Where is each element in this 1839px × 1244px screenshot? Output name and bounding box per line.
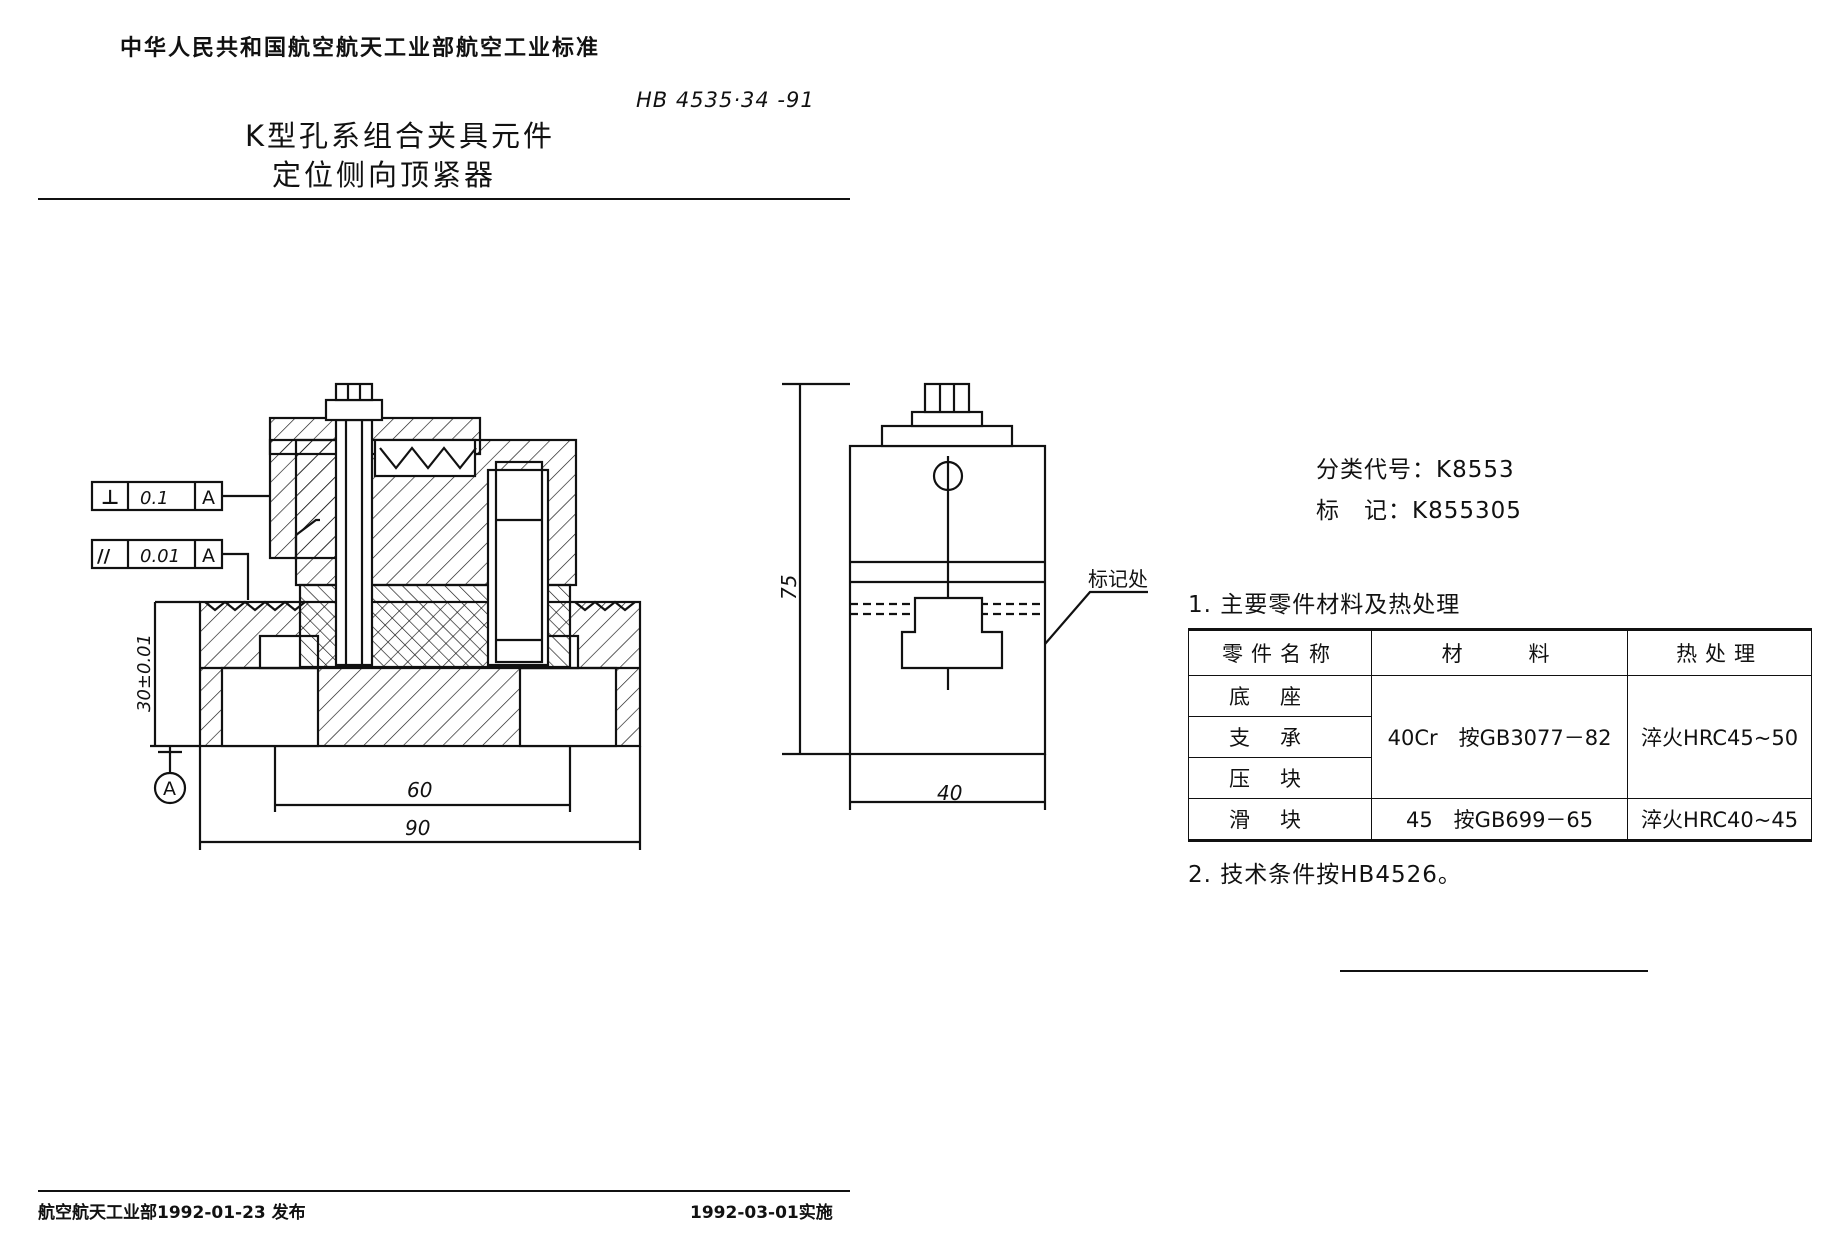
header-part-name: 零件名称 xyxy=(1188,629,1372,676)
height-dimension: 30±0.01 xyxy=(134,634,155,712)
parallel-symbol: // xyxy=(97,546,111,567)
datum-a-label: A xyxy=(163,778,176,800)
tolerance-frame-parallel xyxy=(90,538,224,570)
dimension-75: 75 xyxy=(777,575,801,600)
dimension-40: 40 xyxy=(937,781,962,805)
central-bolt xyxy=(334,418,374,667)
dimension-90: 90 xyxy=(405,816,430,840)
part-support: 支承 xyxy=(1188,716,1372,758)
effective-date: 1992-03-01实施 xyxy=(690,1203,833,1223)
issue-date: 航空航天工业部1992-01-23 发布 xyxy=(38,1203,306,1223)
marking-callout: 标记处 xyxy=(1088,567,1148,591)
document-title-line1: K型孔系组合夹具元件 xyxy=(245,119,556,153)
group-heat-treatment: 淬火HRC45~50 xyxy=(1627,675,1812,799)
parallel-datum: A xyxy=(202,545,215,567)
marking-code: 标 记：K855305 xyxy=(1316,498,1522,524)
datum-a-circle xyxy=(153,771,187,805)
end-rule xyxy=(1340,970,1648,972)
perpendicular-datum: A xyxy=(202,487,215,509)
standard-code: HB 4535·34 -91 xyxy=(636,88,815,112)
slider-heat-treatment: 淬火HRC40~45 xyxy=(1627,798,1812,841)
document-title-line2: 定位侧向顶紧器 xyxy=(272,158,497,192)
perpendicular-symbol: ⊥ xyxy=(101,485,119,509)
table-row: 滑块 45 按GB699－65 淬火HRC40~45 xyxy=(1188,798,1812,841)
note-materials-heading: 1. 主要零件材料及热处理 xyxy=(1188,592,1461,618)
issuing-organization: 中华人民共和国航空航天工业部航空工业标准 xyxy=(120,36,601,61)
slider-material: 45 按GB699－65 xyxy=(1370,798,1629,841)
footer-rule xyxy=(38,1190,850,1192)
header-rule xyxy=(38,198,850,200)
parallel-value: 0.01 xyxy=(140,546,180,567)
part-base: 底座 xyxy=(1188,675,1372,717)
classification-code: 分类代号：K8553 xyxy=(1316,457,1515,483)
part-slider: 滑块 xyxy=(1188,798,1372,841)
marking-leader xyxy=(1044,590,1148,645)
header-heat-treatment: 热处理 xyxy=(1627,629,1812,676)
dimension-60: 60 xyxy=(407,778,432,802)
part-clamp-block: 压块 xyxy=(1188,757,1372,799)
table-header-row: 零件名称 材 料 热处理 xyxy=(1188,629,1812,676)
note-technical-conditions: 2. 技术条件按HB4526。 xyxy=(1188,862,1462,888)
material-table: 零件名称 材 料 热处理 底座 40Cr 按GB3077－82 淬火HRC45~… xyxy=(1188,628,1812,842)
table-row: 底座 40Cr 按GB3077－82 淬火HRC45~50 xyxy=(1188,675,1812,799)
header-material: 材 料 xyxy=(1370,629,1629,676)
perpendicular-value: 0.1 xyxy=(140,488,169,509)
side-view-slot xyxy=(900,596,1004,670)
group-material: 40Cr 按GB3077－82 xyxy=(1370,675,1629,799)
tolerance-frame-perpendicular xyxy=(90,480,224,512)
